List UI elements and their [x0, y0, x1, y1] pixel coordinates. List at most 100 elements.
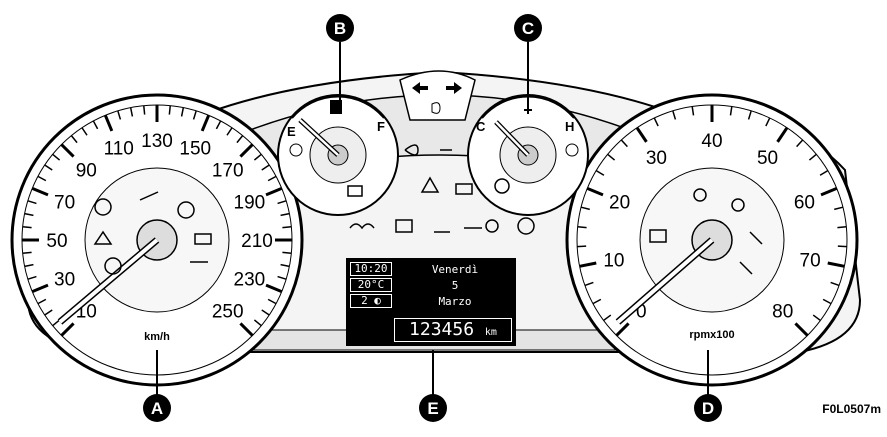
tachometer-unit: rpmx100 [689, 329, 734, 341]
speedometer-tick [277, 200, 287, 205]
callout-d-marker [694, 394, 722, 422]
callout-d-label: D [702, 399, 714, 418]
speedometer-tick [22, 226, 32, 229]
speedometer-label: 150 [179, 139, 211, 160]
tachometer-tick [579, 261, 597, 268]
speedometer-unit: km/h [144, 331, 170, 343]
hazard-icon [420, 176, 440, 193]
display-temperature: 20°C [350, 278, 392, 292]
tachometer-tick [830, 281, 840, 287]
display-month: Marzo [438, 295, 472, 308]
speedometer-tick [265, 186, 283, 197]
speedometer-tick [129, 107, 134, 117]
tachometer-label: 20 [609, 193, 630, 214]
diesel-filter-icon [395, 219, 413, 233]
tachometer-tick [729, 106, 733, 116]
speedometer-tick [180, 107, 185, 117]
display-date: Venerdì 5 Marzo [398, 262, 512, 314]
warning-lights [93, 144, 763, 275]
callout-b-label: B [334, 19, 346, 38]
callout-c-label: C [522, 19, 534, 38]
airbag-icon [731, 198, 745, 212]
speedometer-label: 110 [104, 139, 134, 160]
speedometer-tick [52, 153, 61, 161]
speedometer-tick [261, 309, 270, 316]
callout-c-marker [514, 14, 542, 42]
fuel-low-label: E [287, 124, 296, 139]
speedometer-tick [92, 120, 99, 130]
tachometer-tick [812, 314, 821, 322]
immobilizer-icon [347, 185, 363, 197]
tachometer-tick [822, 298, 832, 305]
speedometer-tick [117, 110, 122, 120]
tachometer-label: 50 [757, 148, 778, 169]
tachometer-tick [580, 206, 590, 211]
speedometer-tick [70, 135, 78, 144]
hill-icon [139, 191, 159, 201]
airbag-passenger-icon [693, 188, 707, 202]
turn-left-icon [412, 82, 428, 94]
tachometer-tick [691, 106, 695, 116]
abs-icon [94, 198, 112, 216]
speedometer-tick [239, 143, 254, 158]
speedometer-tick [37, 298, 47, 305]
speedometer-label: 190 [234, 193, 266, 214]
speedometer-tick [215, 120, 222, 130]
speedometer-tick [27, 200, 37, 205]
tachometer-label: 70 [800, 251, 821, 272]
speedometer-label: 30 [54, 269, 75, 290]
tachometer-tick [620, 139, 628, 148]
speedometer-tick [282, 251, 292, 254]
tachometer-tick [595, 169, 605, 176]
brake-warning-icon [177, 201, 195, 219]
steering-icon [517, 217, 535, 235]
coolant-icon [524, 100, 532, 114]
high-beam-icon [431, 102, 441, 114]
speedometer-tick [103, 114, 114, 132]
speedometer-label: 90 [76, 160, 97, 181]
tpms-icon [494, 178, 510, 194]
tachometer-label: 0 [636, 302, 647, 323]
speedometer-tick [277, 275, 287, 280]
tachometer-tick [819, 169, 829, 176]
battery-icon [455, 183, 473, 195]
tachometer-tick [577, 226, 587, 229]
brake-icon [93, 230, 113, 245]
speedometer-tick [60, 143, 75, 158]
tachometer-label: 60 [794, 193, 815, 214]
engine-icon [194, 233, 212, 245]
tachometer-tick [592, 298, 602, 305]
speedometer-label: 50 [46, 231, 67, 252]
temp-low-label: C [476, 119, 486, 134]
speedometer-tick [267, 298, 277, 305]
tachometer-tick [672, 110, 677, 120]
speedometer-tick [226, 127, 233, 136]
display-light-level: 2 ◐ [350, 294, 392, 308]
speedometer-label: 130 [141, 131, 173, 152]
turn-signal-panel [399, 70, 476, 121]
speedometer-label: 230 [234, 269, 266, 290]
speedometer-tick [265, 283, 283, 294]
speedometer-tick [280, 212, 290, 217]
display-day: Venerdì [431, 263, 479, 276]
speedometer-tick [236, 135, 244, 144]
callout-markers: A B C D E [143, 14, 722, 422]
tachometer-label: 80 [772, 302, 793, 323]
callout-a-label: A [151, 399, 163, 418]
speedometer-tick [44, 309, 53, 316]
speedometer-tick [31, 186, 49, 197]
tachometer-tick [586, 186, 604, 197]
tachometer-tick [820, 186, 838, 197]
glow-plug-icon [349, 223, 375, 230]
speedometer-tick [239, 322, 254, 337]
door-open-icon [649, 229, 667, 243]
fuel-gauge: E F [277, 94, 399, 216]
speedometer-tick [60, 322, 75, 337]
speedometer-tick [200, 114, 211, 132]
tachometer-tick [747, 110, 752, 120]
speedometer-tick [168, 105, 171, 115]
callout-e-marker [419, 394, 447, 422]
fuel-pump-icon [330, 100, 342, 114]
tachometer-tick [796, 139, 804, 148]
